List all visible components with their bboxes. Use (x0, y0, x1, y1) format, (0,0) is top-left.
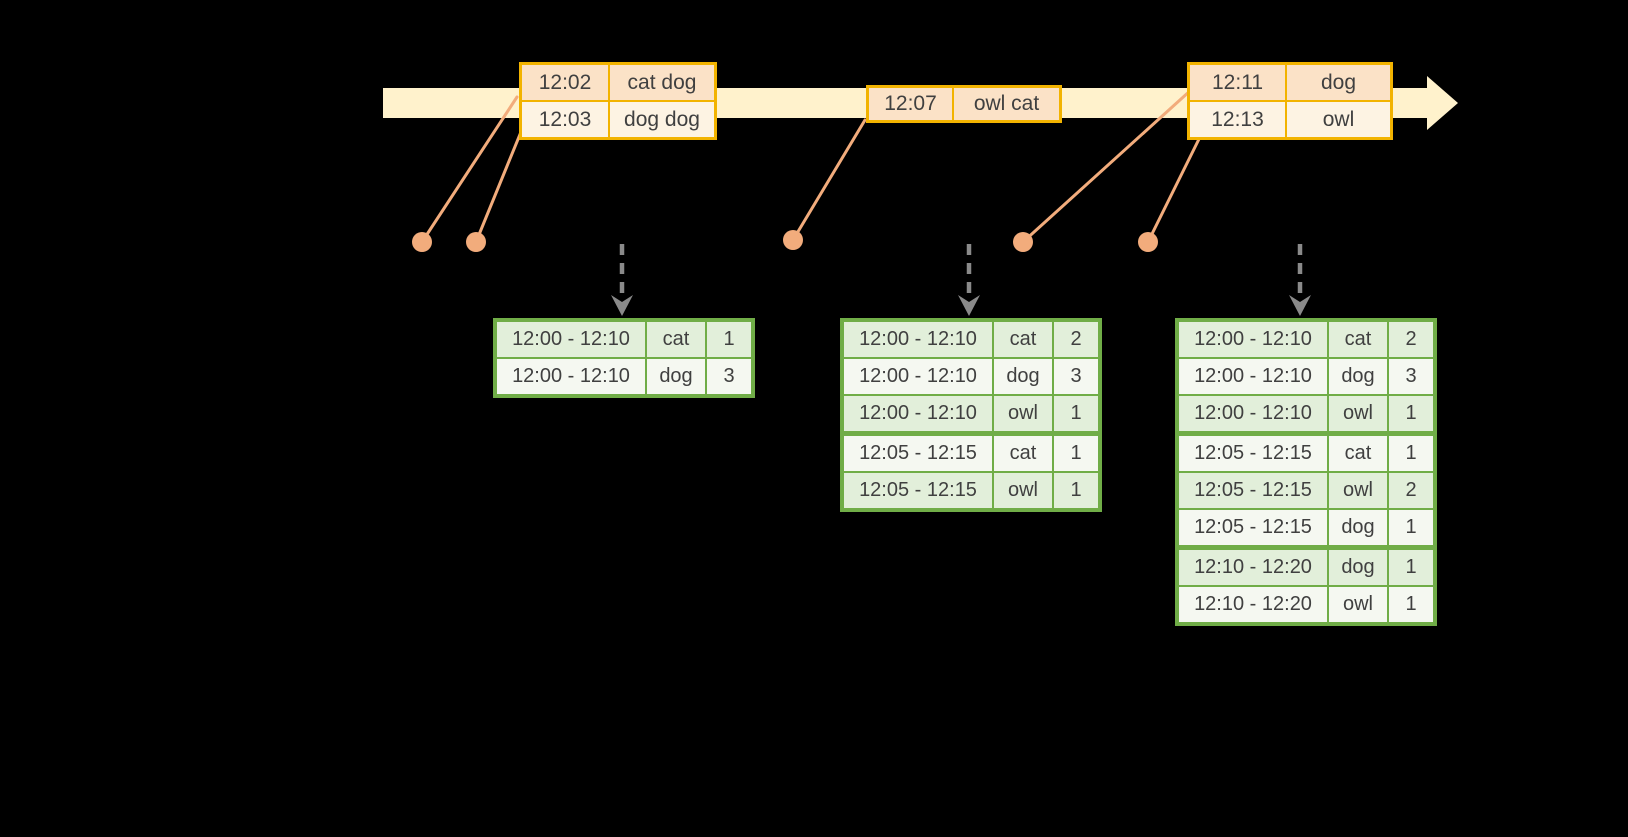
event-table-1: 12:02 cat dog 12:03 dog dog (519, 62, 717, 140)
result-row: 12:00 - 12:10 cat 2 (844, 322, 1098, 357)
event-words: owl (1285, 102, 1390, 137)
window-cell: 12:00 - 12:10 (859, 365, 977, 387)
result-row: 12:10 - 12:20 owl 1 (1179, 585, 1433, 622)
result-table-3: 12:00 - 12:10 cat 2 12:00 - 12:10 dog 3 … (1175, 318, 1437, 626)
count-cell: 2 (1387, 473, 1433, 508)
event-dot (783, 230, 803, 250)
event-connector-line (474, 125, 525, 244)
word-cell: owl (1327, 396, 1387, 431)
result-row: 12:00 - 12:10 cat 1 (497, 322, 751, 357)
count-cell: 3 (1387, 359, 1433, 394)
word-cell: cat (992, 322, 1052, 357)
event-row: 12:02 cat dog (522, 65, 714, 100)
count-cell: 1 (1387, 550, 1433, 585)
word-cell: owl (1327, 587, 1387, 622)
trigger-arrowhead-icon (958, 295, 980, 316)
result-table-2: 12:00 - 12:10 cat 2 12:00 - 12:10 dog 3 … (840, 318, 1102, 512)
result-row: 12:05 - 12:15 owl 2 (1179, 471, 1433, 508)
count-cell: 1 (1387, 396, 1433, 431)
result-row: 12:05 - 12:15 cat 1 (1179, 431, 1433, 471)
result-row: 12:10 - 12:20 dog 1 (1179, 545, 1433, 585)
event-connector-line (1146, 135, 1202, 244)
result-row: 12:00 - 12:10 dog 3 (844, 357, 1098, 394)
count-cell: 3 (705, 359, 751, 394)
window-cell: 12:00 - 12:10 (512, 365, 630, 387)
event-row: 12:13 owl (1190, 100, 1390, 137)
result-row: 12:05 - 12:15 cat 1 (844, 431, 1098, 471)
event-time: 12:11 (1212, 70, 1263, 94)
event-connector-line (1021, 88, 1193, 244)
word-cell: dog (1327, 359, 1387, 394)
trigger-arrowhead-icon (611, 295, 633, 316)
count-cell: 3 (1052, 359, 1098, 394)
window-cell: 12:10 - 12:20 (1194, 593, 1312, 615)
event-words: dog (1285, 65, 1390, 100)
count-cell: 2 (1387, 322, 1433, 357)
count-cell: 1 (1387, 510, 1433, 545)
window-cell: 12:00 - 12:10 (859, 328, 977, 350)
event-dot (412, 232, 432, 252)
event-row: 12:03 dog dog (522, 100, 714, 137)
count-cell: 1 (1052, 396, 1098, 431)
result-table-1: 12:00 - 12:10 cat 1 12:00 - 12:10 dog 3 (493, 318, 755, 398)
result-row: 12:00 - 12:10 owl 1 (1179, 394, 1433, 431)
result-row: 12:00 - 12:10 owl 1 (844, 394, 1098, 431)
word-cell: cat (645, 322, 705, 357)
window-cell: 12:05 - 12:15 (859, 479, 977, 501)
event-row: 12:11 dog (1190, 65, 1390, 100)
word-cell: dog (992, 359, 1052, 394)
window-cell: 12:00 - 12:10 (859, 402, 977, 424)
event-time: 12:03 (538, 107, 592, 131)
result-row: 12:05 - 12:15 owl 1 (844, 471, 1098, 508)
result-row: 12:05 - 12:15 dog 1 (1179, 508, 1433, 545)
window-cell: 12:00 - 12:10 (1194, 328, 1312, 350)
count-cell: 2 (1052, 322, 1098, 357)
word-cell: owl (992, 473, 1052, 508)
event-time: 12:07 (884, 92, 937, 115)
window-cell: 12:05 - 12:15 (1194, 479, 1312, 501)
window-cell: 12:00 - 12:10 (512, 328, 630, 350)
event-table-3: 12:11 dog 12:13 owl (1187, 62, 1393, 140)
count-cell: 1 (1052, 473, 1098, 508)
word-cell: cat (1327, 436, 1387, 471)
word-cell: owl (1327, 473, 1387, 508)
count-cell: 1 (1387, 587, 1433, 622)
word-cell: cat (1327, 322, 1387, 357)
event-time: 12:13 (1211, 107, 1264, 131)
window-cell: 12:00 - 12:10 (1194, 402, 1312, 424)
result-row: 12:00 - 12:10 cat 2 (1179, 322, 1433, 357)
event-words: dog dog (608, 102, 714, 137)
event-words: cat dog (608, 65, 714, 100)
event-connector-line (791, 118, 867, 242)
word-cell: cat (992, 436, 1052, 471)
event-words: owl cat (952, 88, 1059, 120)
result-row: 12:00 - 12:10 dog 3 (497, 357, 751, 394)
event-time: 12:02 (538, 70, 592, 94)
window-cell: 12:05 - 12:15 (1194, 516, 1312, 538)
window-cell: 12:00 - 12:10 (1194, 365, 1312, 387)
word-cell: dog (1327, 510, 1387, 545)
event-dot (1013, 232, 1033, 252)
event-row: 12:07 owl cat (869, 88, 1059, 120)
count-cell: 1 (1052, 436, 1098, 471)
window-cell: 12:05 - 12:15 (1194, 442, 1312, 464)
count-cell: 1 (705, 322, 751, 357)
count-cell: 1 (1387, 436, 1433, 471)
window-cell: 12:05 - 12:15 (859, 442, 977, 464)
event-connector-line (420, 95, 519, 244)
window-cell: 12:10 - 12:20 (1194, 556, 1312, 578)
word-cell: owl (992, 396, 1052, 431)
word-cell: dog (1327, 550, 1387, 585)
event-dot (466, 232, 486, 252)
event-table-2: 12:07 owl cat (866, 85, 1062, 123)
result-row: 12:00 - 12:10 dog 3 (1179, 357, 1433, 394)
trigger-arrowhead-icon (1289, 295, 1311, 316)
word-cell: dog (645, 359, 705, 394)
event-dot (1138, 232, 1158, 252)
